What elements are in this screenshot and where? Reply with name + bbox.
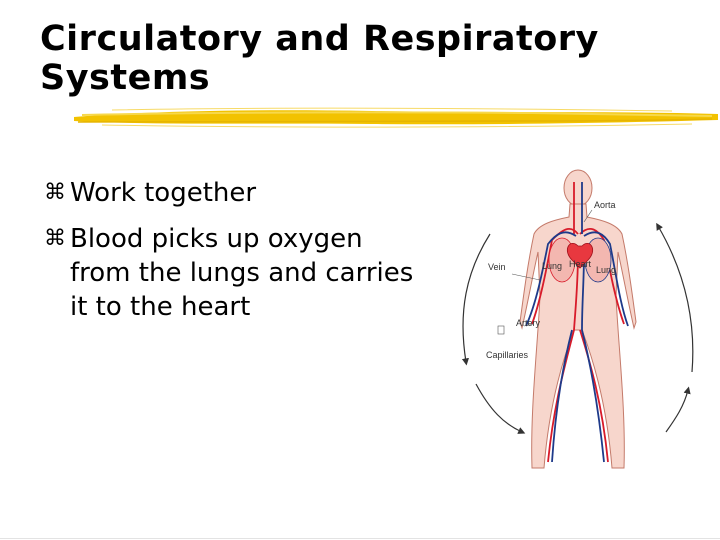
vein-network [525, 182, 629, 463]
bottom-rule [0, 538, 720, 539]
bullet-text: Blood picks up oxygen from the lungs and… [70, 224, 414, 322]
artery-label: Artery [516, 318, 541, 328]
bullet-list: ⌘ Work together ⌘ Blood picks up oxygen … [44, 176, 424, 336]
lung-left-label: Lung [542, 261, 562, 271]
bullet-item: ⌘ Blood picks up oxygen from the lungs a… [44, 222, 424, 324]
capillaries-label: Capillaries [486, 350, 529, 360]
aorta-label: Aorta [594, 200, 616, 210]
circulation-arrow [461, 233, 491, 366]
slide-title: Circulatory and Respiratory Systems [40, 20, 599, 98]
slide-title-line-2: Systems [40, 58, 211, 98]
circulation-arrow [656, 222, 694, 373]
label-leaders [497, 209, 593, 335]
command-symbol-icon: ⌘ [44, 226, 66, 251]
circulation-arrows [461, 222, 694, 434]
circulation-arrow [665, 386, 691, 433]
chest-organs [548, 237, 612, 283]
title-highlight-stroke [74, 107, 718, 128]
command-symbol-icon: ⌘ [44, 180, 66, 205]
circulation-arrow [475, 383, 526, 434]
bullet-item: ⌘ Work together [44, 176, 424, 210]
bullet-text: Work together [70, 178, 257, 208]
lung-right-label: Lung [596, 265, 616, 275]
slide-title-line-1: Circulatory and Respiratory [40, 19, 599, 59]
vein-label: Vein [488, 262, 506, 272]
heart-label: Heart [569, 259, 592, 269]
circulatory-diagram: Aorta Vein Lung Heart Lung Artery Capill… [461, 169, 694, 469]
